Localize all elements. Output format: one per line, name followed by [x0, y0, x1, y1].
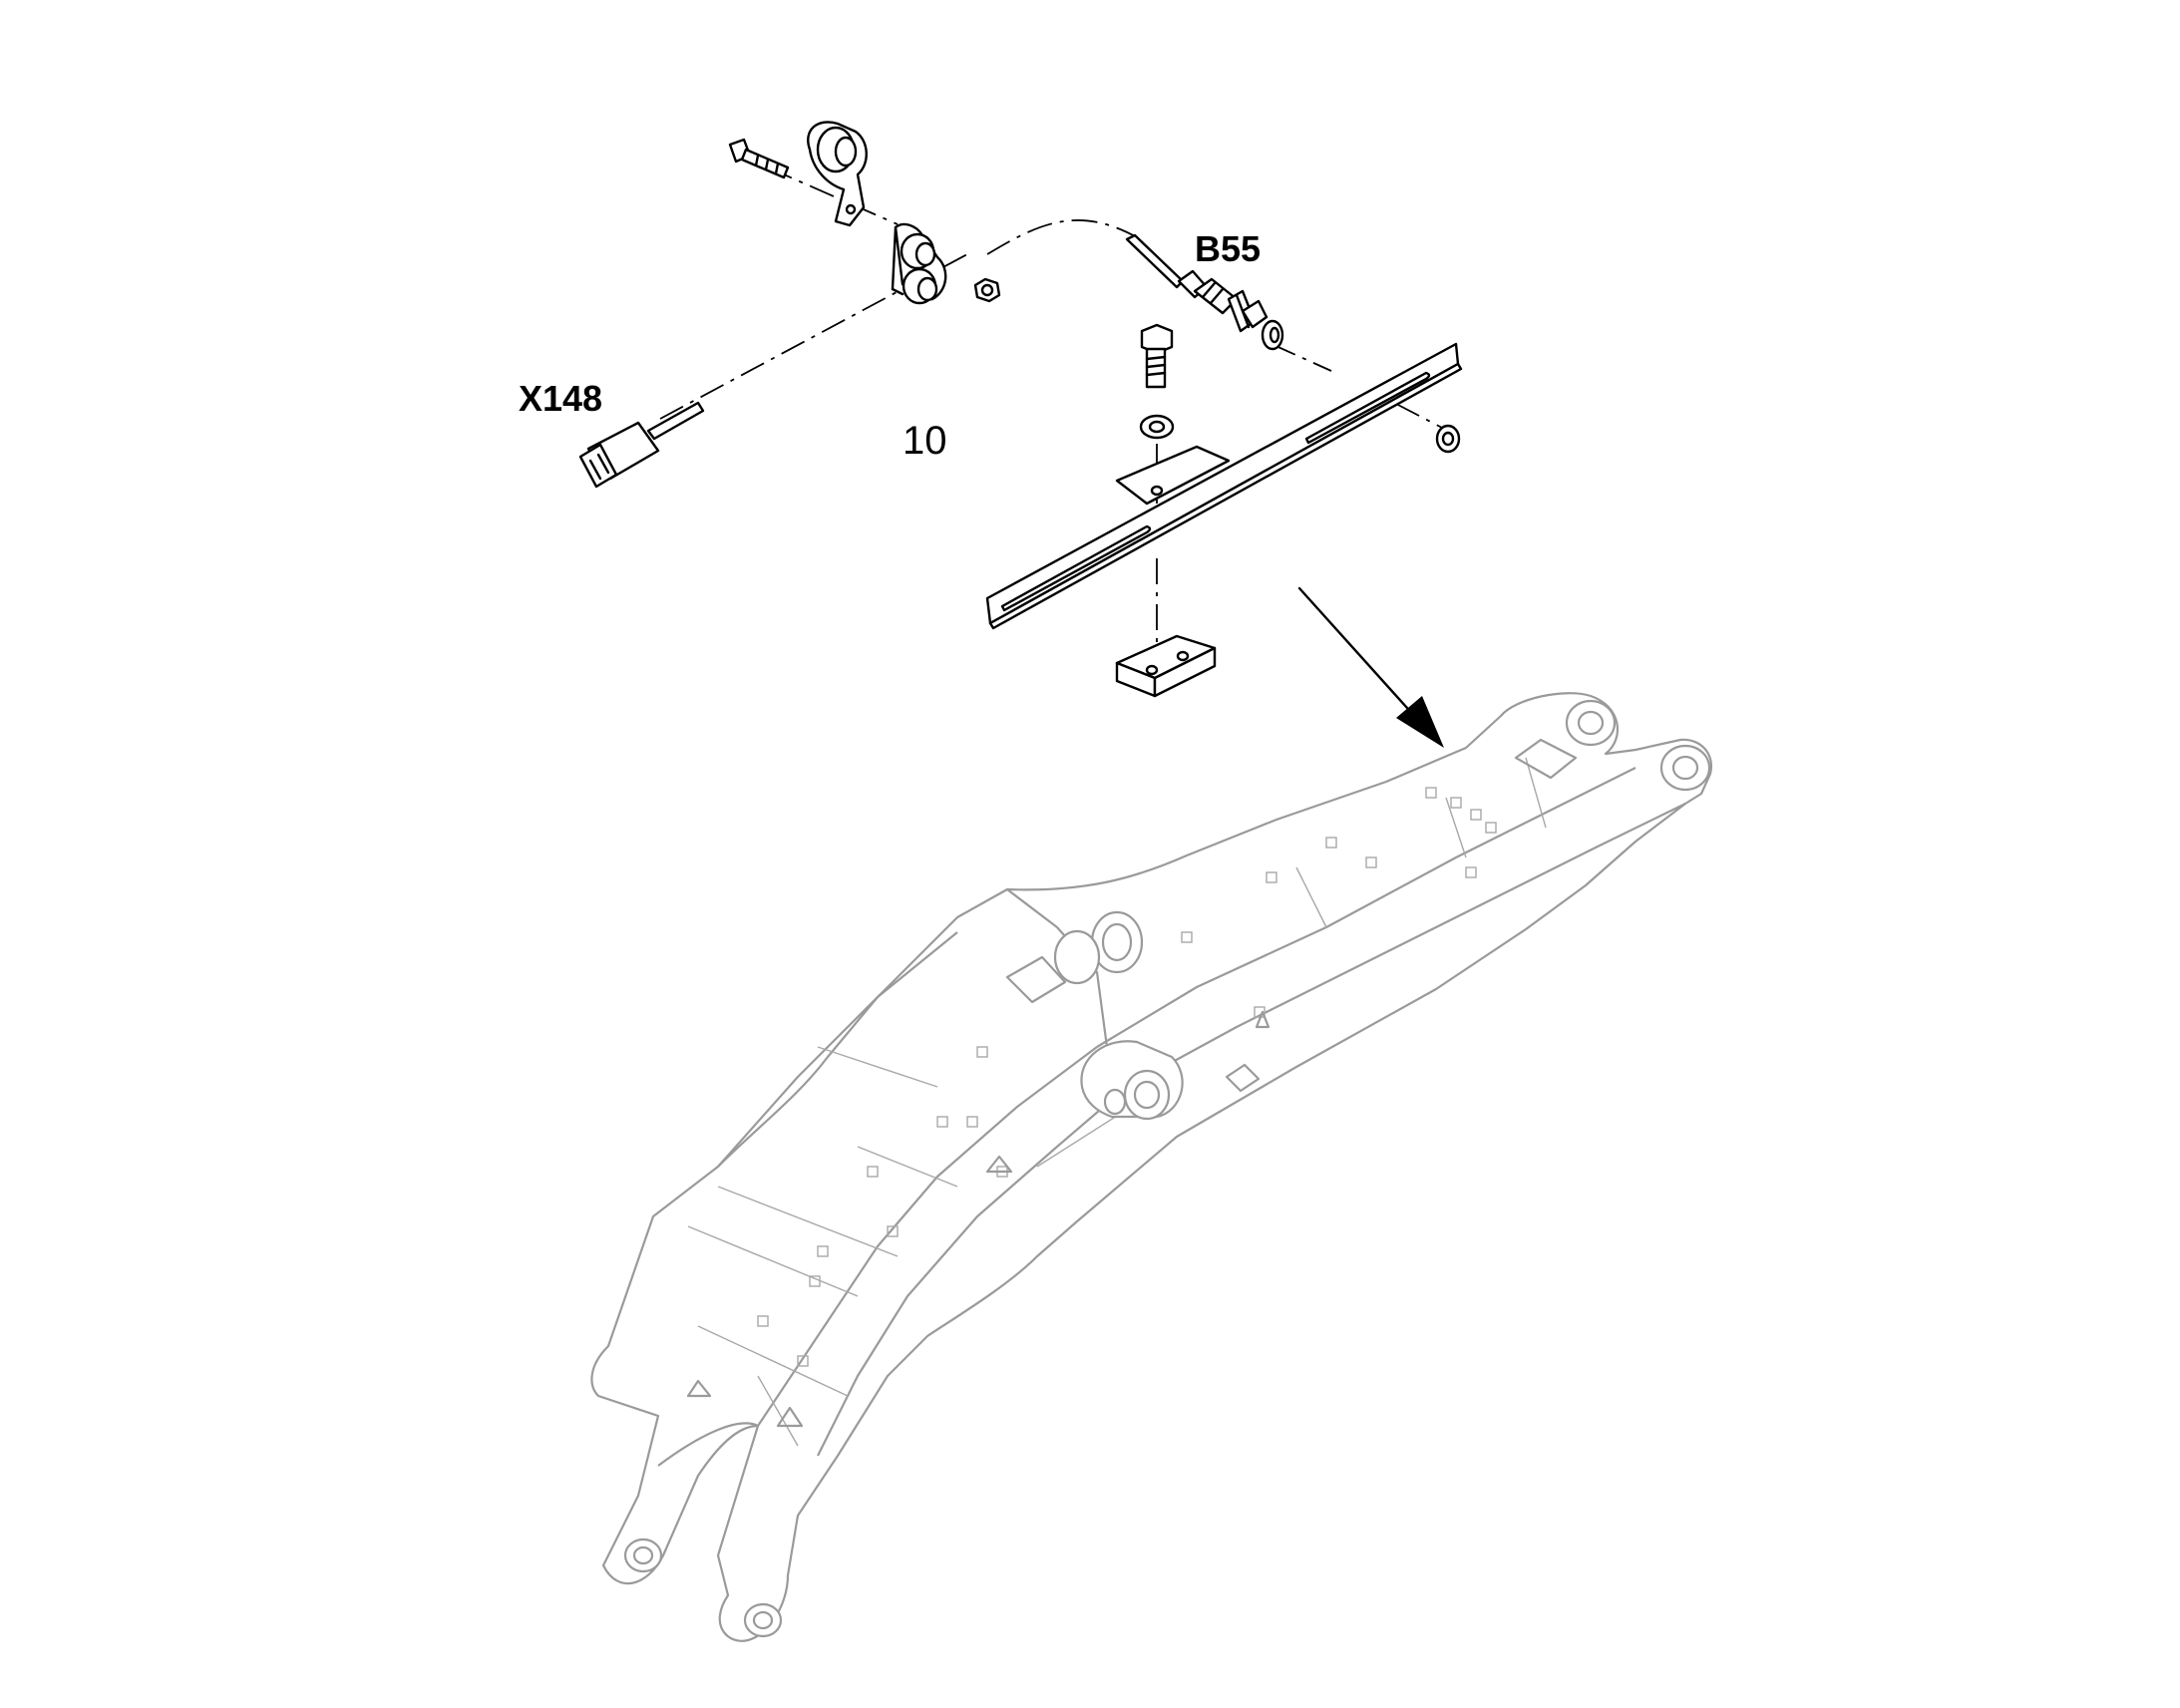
- mounting-bracket: [985, 342, 1463, 630]
- sensor-b55: [1125, 233, 1269, 333]
- label-x148: X148: [519, 378, 602, 419]
- cable-clamp-upper: [807, 121, 868, 227]
- connector-x148: [578, 401, 705, 489]
- nut-small: [973, 277, 1001, 303]
- vertical-bolt: [1140, 323, 1174, 389]
- cable-clamp-lower: [891, 222, 947, 305]
- label-item-10: 10: [903, 419, 947, 463]
- location-arrow: [1297, 586, 1444, 748]
- washer-bolt: [1139, 414, 1175, 440]
- washer-right: [1435, 424, 1461, 454]
- bolt-part: [728, 138, 790, 179]
- label-b55: B55: [1195, 228, 1261, 269]
- washer-sensor: [1261, 319, 1284, 351]
- boom-detail-marks: [686, 787, 1497, 1428]
- spacer-block: [1115, 634, 1217, 698]
- excavator-boom: [590, 692, 1713, 1642]
